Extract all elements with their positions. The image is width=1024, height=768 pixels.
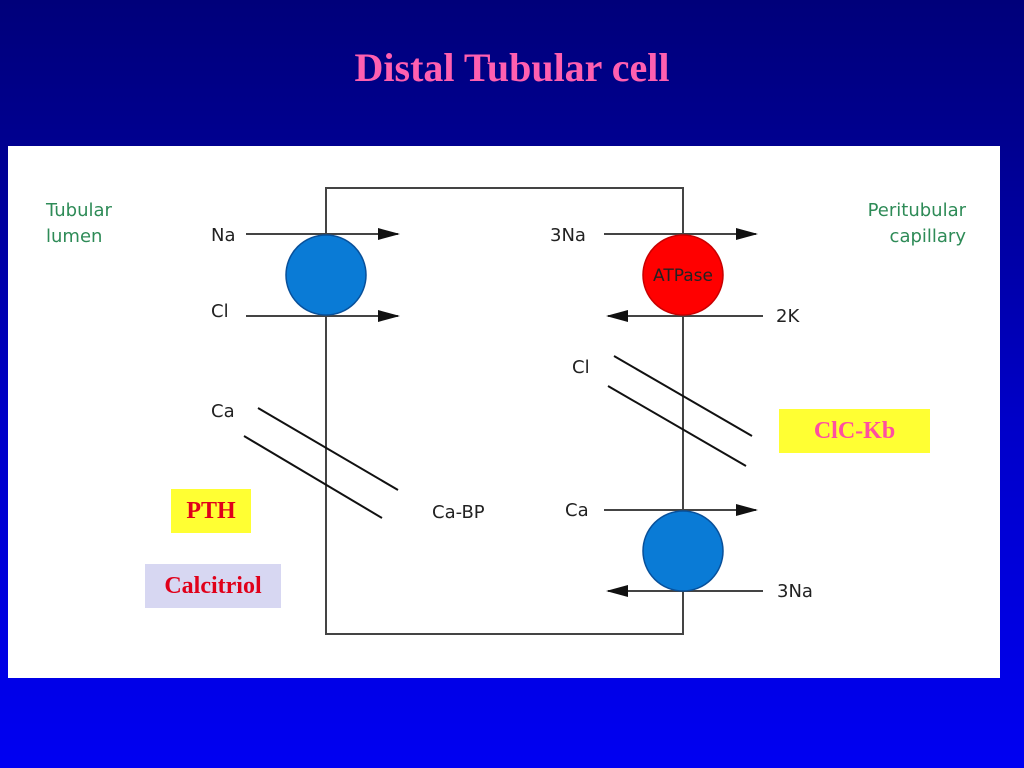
- ca-channel-line-2: [243, 435, 383, 519]
- 3na-bottom-label: 3Na: [777, 581, 813, 602]
- cl-right-label: Cl: [572, 357, 590, 378]
- ca-right-label: Ca: [565, 500, 589, 521]
- cell-diagram: ATPase Tubular lumen Peritubular capilla…: [45, 187, 967, 635]
- atpase-label: ATPase: [653, 266, 713, 286]
- cl-left-label: Cl: [211, 301, 229, 322]
- lumen-label: lumen: [46, 226, 102, 247]
- calcitriol-box: Calcitriol: [145, 564, 281, 608]
- nacl-cotransporter: [285, 234, 367, 316]
- na-label: Na: [211, 225, 236, 246]
- slide-title: Distal Tubular cell: [354, 45, 670, 90]
- tubular-label: Tubular: [45, 200, 113, 221]
- na-ca-exchanger: [642, 510, 724, 592]
- clckb-box: ClC-Kb: [779, 409, 930, 453]
- cabp-label: Ca-BP: [432, 502, 485, 523]
- 2k-label: 2K: [776, 306, 800, 327]
- ca-left-label: Ca: [211, 401, 235, 422]
- 3na-top-label: 3Na: [550, 225, 586, 246]
- cl-channel-line-1: [613, 355, 753, 437]
- peritubular-label: Peritubular: [868, 200, 967, 221]
- ca-channel-line-1: [257, 407, 399, 491]
- cl-channel-line-2: [607, 385, 747, 467]
- capillary-label: capillary: [890, 226, 967, 247]
- diagram-panel: ATPase Tubular lumen Peritubular capilla…: [8, 146, 1000, 678]
- pth-box: PTH: [171, 489, 251, 533]
- cell-membrane: [325, 187, 684, 635]
- atpase-pump: [642, 234, 724, 316]
